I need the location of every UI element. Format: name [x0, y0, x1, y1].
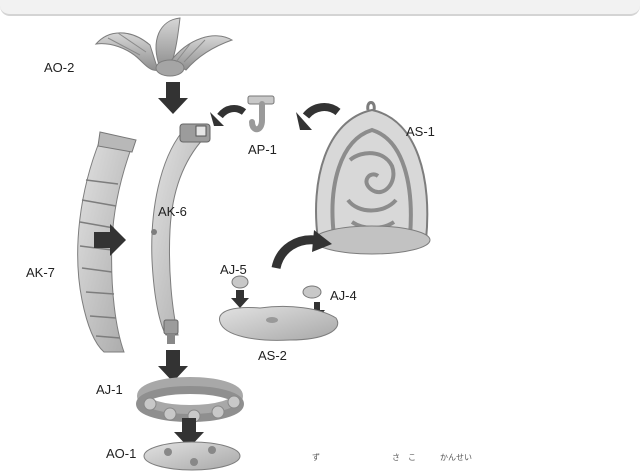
footer-ruby-text: ず さ こ かんせい: [312, 452, 640, 472]
aj5-peg-part: [231, 276, 249, 308]
arrow-down-ao2: [158, 82, 188, 114]
label-as1: AS-1: [406, 124, 435, 139]
label-ao1: AO-1: [106, 446, 136, 461]
label-as2: AS-2: [258, 348, 287, 363]
label-ak7: AK-7: [26, 265, 55, 280]
aj1-ring-part: [140, 382, 240, 422]
ak6-trunk-part: [151, 124, 210, 344]
label-ao2: AO-2: [44, 60, 74, 75]
ao2-palm-leaves-part: [96, 18, 232, 76]
curved-arrow-ap1: [210, 109, 244, 126]
label-ap1: AP-1: [248, 142, 277, 157]
label-ak6: AK-6: [158, 204, 187, 219]
ap1-hook-part: [248, 96, 274, 129]
label-aj1: AJ-1: [96, 382, 123, 397]
label-aj5: AJ-5: [220, 262, 247, 277]
as2-base-part: [219, 306, 337, 340]
curved-arrow-as1: [296, 107, 338, 130]
label-aj4: AJ-4: [330, 288, 357, 303]
ao1-base-part: [144, 442, 240, 470]
